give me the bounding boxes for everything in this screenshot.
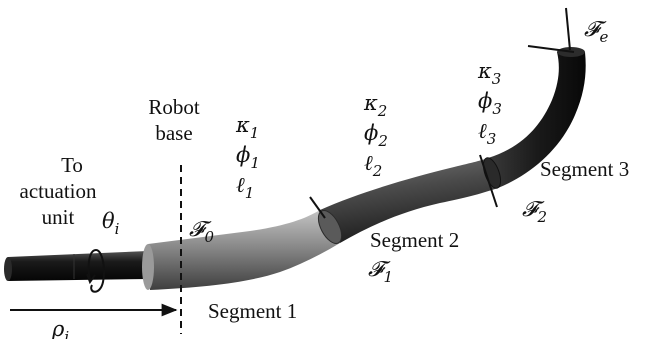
frame-2-label: 𝓕2	[522, 197, 547, 226]
svg-text:To: To	[61, 153, 83, 177]
segment-3-label: Segment 3	[540, 157, 629, 181]
svg-text:κ1: κ1	[235, 113, 259, 142]
to-actuation-label: To actuation unit	[20, 153, 97, 229]
svg-text:κ2: κ2	[363, 91, 387, 120]
svg-text:Robot: Robot	[148, 95, 200, 119]
rho-label: ρi	[51, 317, 69, 339]
theta-label: θi	[102, 209, 120, 238]
svg-text:ϕ1: ϕ1	[236, 143, 260, 172]
rotation-arrow-icon	[86, 248, 106, 293]
segment-1-tube	[142, 210, 340, 290]
svg-text:ϕ2: ϕ2	[364, 121, 388, 150]
frame-e-label: 𝓕e	[584, 17, 609, 46]
svg-text:ϕ3: ϕ3	[478, 89, 502, 118]
frame-ticks	[309, 7, 575, 219]
svg-text:unit: unit	[42, 205, 75, 229]
svg-text:actuation: actuation	[20, 179, 97, 203]
svg-text:ℓ3: ℓ3	[478, 119, 496, 148]
segment-2-label: Segment 2	[370, 228, 459, 252]
segment-1-label: Segment 1	[208, 299, 297, 323]
segment-2-params: κ2 ϕ2 ℓ2	[363, 91, 388, 180]
segment-2-tube	[317, 158, 498, 244]
segment-1-params: κ1 ϕ1 ℓ1	[235, 113, 260, 202]
svg-text:κ3: κ3	[477, 59, 501, 88]
actuation-tube	[4, 251, 149, 281]
segment-3-params: κ3 ϕ3 ℓ3	[477, 59, 502, 148]
robot-base-label: Robot base	[148, 95, 200, 145]
svg-text:base: base	[155, 121, 192, 145]
svg-text:ℓ1: ℓ1	[236, 173, 254, 202]
frame-1-label: 𝓕1	[368, 257, 393, 286]
svg-text:ℓ2: ℓ2	[364, 151, 382, 180]
